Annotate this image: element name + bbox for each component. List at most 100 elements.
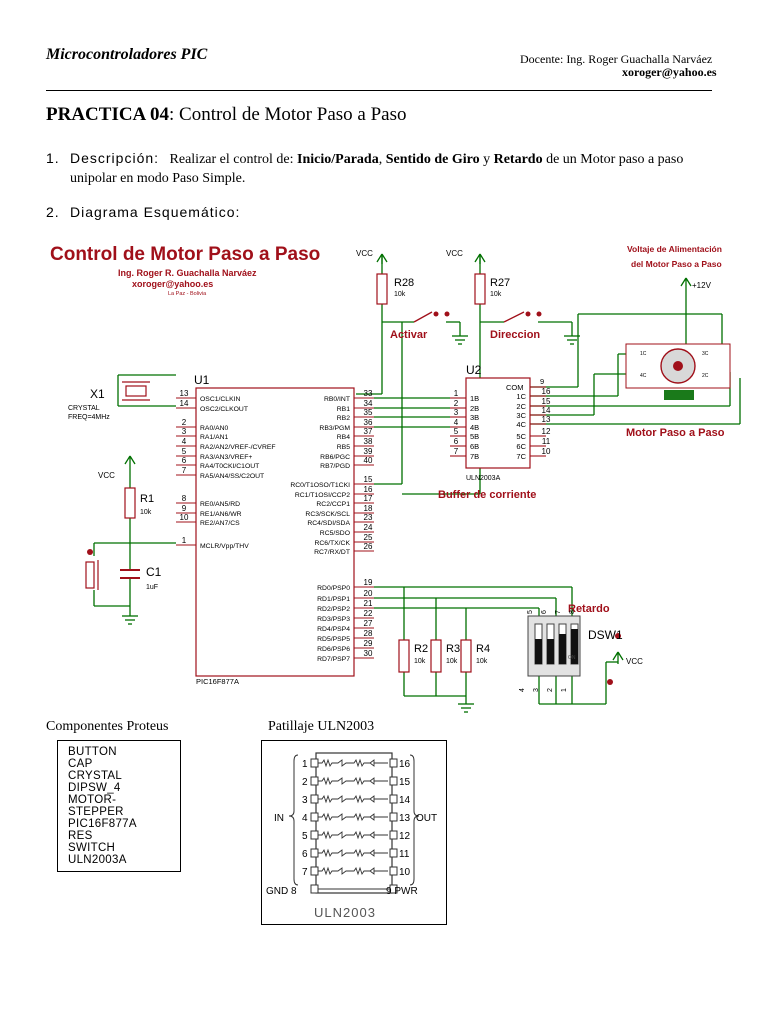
uln-pin-name: 2B bbox=[470, 404, 479, 413]
pinout-pwr-label: 9 PWR bbox=[386, 886, 418, 897]
pinout-gnd-pad bbox=[310, 884, 319, 894]
pic-pin-number: 26 bbox=[364, 542, 373, 551]
resistor-r28 bbox=[376, 273, 388, 305]
pic-pin-number: 29 bbox=[364, 639, 373, 648]
supply-arrow bbox=[680, 277, 692, 292]
pinout-gnd-label: GND 8 bbox=[266, 886, 297, 897]
pinout-left-pad bbox=[310, 830, 319, 840]
pic-pin-number: 1 bbox=[182, 536, 187, 545]
vcc-label: VCC bbox=[356, 249, 373, 258]
pic-pin-number: 15 bbox=[364, 475, 373, 484]
pic-pin-name: RA1/AN1 bbox=[200, 434, 229, 441]
pic-pin-name: RC5/SDO bbox=[320, 530, 350, 537]
item-number: 2. bbox=[46, 204, 60, 220]
pinout-darlington bbox=[318, 812, 388, 822]
pic-pin-number: 39 bbox=[364, 447, 373, 456]
pic-pin-number: 16 bbox=[364, 485, 373, 494]
vcc-label: VCC bbox=[446, 249, 463, 258]
uln-pin-number: 13 bbox=[542, 415, 551, 424]
pic-pin-number: 23 bbox=[364, 513, 373, 522]
resistor-r27 bbox=[474, 273, 486, 305]
uln-pin-number: 14 bbox=[542, 406, 551, 415]
pic-pin-name: RD1/PSP1 bbox=[317, 596, 350, 603]
pinout-left-number: 5 bbox=[302, 831, 308, 842]
pic-pin-number: 21 bbox=[364, 599, 373, 608]
r2-value: 10k bbox=[414, 658, 426, 665]
motor-label: Motor Paso a Paso bbox=[626, 427, 725, 439]
pic-pin-number: 38 bbox=[364, 437, 373, 446]
pic-pin-name: MCLR/Vpp/THV bbox=[200, 543, 249, 550]
dip-pin-number: 3 bbox=[533, 688, 540, 692]
dip-pin-number: 2 bbox=[547, 688, 554, 692]
pic-pin-number: 17 bbox=[364, 494, 373, 503]
pinout-left-pad bbox=[310, 848, 319, 858]
pic-pin-name: RA3/AN3/VREF+ bbox=[200, 454, 252, 461]
pic-pin-number: 27 bbox=[364, 619, 373, 628]
pic-pin-number: 33 bbox=[364, 389, 373, 398]
teacher-name: Docente: Ing. Roger Guachalla Narváez bbox=[520, 52, 713, 66]
pic-pin-name: RB7/PGD bbox=[320, 463, 350, 470]
dip-pin-number: 5 bbox=[527, 610, 534, 614]
vcc-label: VCC bbox=[626, 657, 643, 666]
buffer-label: Buffer de corriente bbox=[438, 489, 536, 501]
desc-text: Realizar el control de: bbox=[169, 152, 298, 167]
pinout-left-number: 3 bbox=[302, 795, 308, 806]
pinout-right-number: 11 bbox=[399, 849, 410, 860]
pinout-right-pad bbox=[389, 812, 398, 822]
pic-pin-number: 7 bbox=[182, 466, 187, 475]
pic-pin-number: 18 bbox=[364, 504, 373, 513]
pic-pin-name: RD5/PSP5 bbox=[317, 636, 350, 643]
dip-switch bbox=[527, 615, 581, 677]
pic-pin-name: RB5 bbox=[337, 444, 350, 451]
uln-pin-name: 5B bbox=[470, 432, 479, 441]
pinout-darlington bbox=[318, 848, 388, 858]
uln-pin-name: 3C bbox=[516, 411, 526, 420]
uln-pin-number: 12 bbox=[542, 427, 551, 436]
pinout-left-pad bbox=[310, 866, 319, 876]
pic-pin-name: RB0/INT bbox=[324, 396, 350, 403]
component-item: DIPSW_4 bbox=[68, 782, 121, 794]
pic-pin-name: RA0/AN0 bbox=[200, 425, 229, 432]
pic-pin-number: 14 bbox=[180, 399, 189, 408]
freq-label: FREQ=4MHz bbox=[68, 414, 110, 421]
pinout-right-pad bbox=[389, 848, 398, 858]
capacitor-c1 bbox=[120, 569, 140, 579]
svg-text:2C: 2C bbox=[702, 373, 709, 379]
pinout-right-number: 14 bbox=[399, 795, 411, 806]
pinout-darlington bbox=[318, 758, 388, 768]
dip-on-label: ON bbox=[568, 655, 576, 661]
pinout-right-pad bbox=[389, 758, 398, 768]
pic-pin-name: RC6/TX/CK bbox=[314, 540, 350, 547]
reset-button bbox=[85, 549, 99, 590]
r1-value: 10k bbox=[140, 509, 152, 516]
uln-pin-number: 2 bbox=[454, 399, 459, 408]
supply-title-1: Voltaje de Alimentación bbox=[627, 244, 722, 254]
ground-symbols bbox=[122, 335, 580, 713]
pic-pin-number: 34 bbox=[364, 399, 373, 408]
components-list: BUTTON CAP CRYSTAL DIPSW_4 MOTOR-STEPPER… bbox=[57, 740, 181, 872]
practice-heading: PRACTICA 04: Control de Motor Paso a Pas… bbox=[46, 104, 407, 125]
resistor-r3 bbox=[430, 639, 442, 673]
svg-text:4C: 4C bbox=[640, 373, 647, 379]
uln-pin-name: 6C bbox=[516, 442, 526, 451]
pinout-chip-body bbox=[315, 752, 393, 894]
pic-pin-number: 5 bbox=[182, 447, 187, 456]
pic-pin-number: 2 bbox=[182, 418, 187, 427]
pinout-in-label: IN bbox=[274, 813, 284, 824]
component-item: PIC16F877A bbox=[68, 818, 137, 830]
activar-label: Activar bbox=[390, 329, 428, 341]
pic-pin-name: RD0/PSP0 bbox=[317, 585, 350, 592]
desc-sep: y bbox=[479, 152, 494, 167]
pinout-left-pad bbox=[310, 758, 319, 768]
svg-text:3C: 3C bbox=[702, 351, 709, 357]
component-item: MOTOR-STEPPER bbox=[68, 794, 124, 818]
vcc-label: VCC bbox=[98, 471, 115, 480]
pinout-left-pad bbox=[310, 794, 319, 804]
